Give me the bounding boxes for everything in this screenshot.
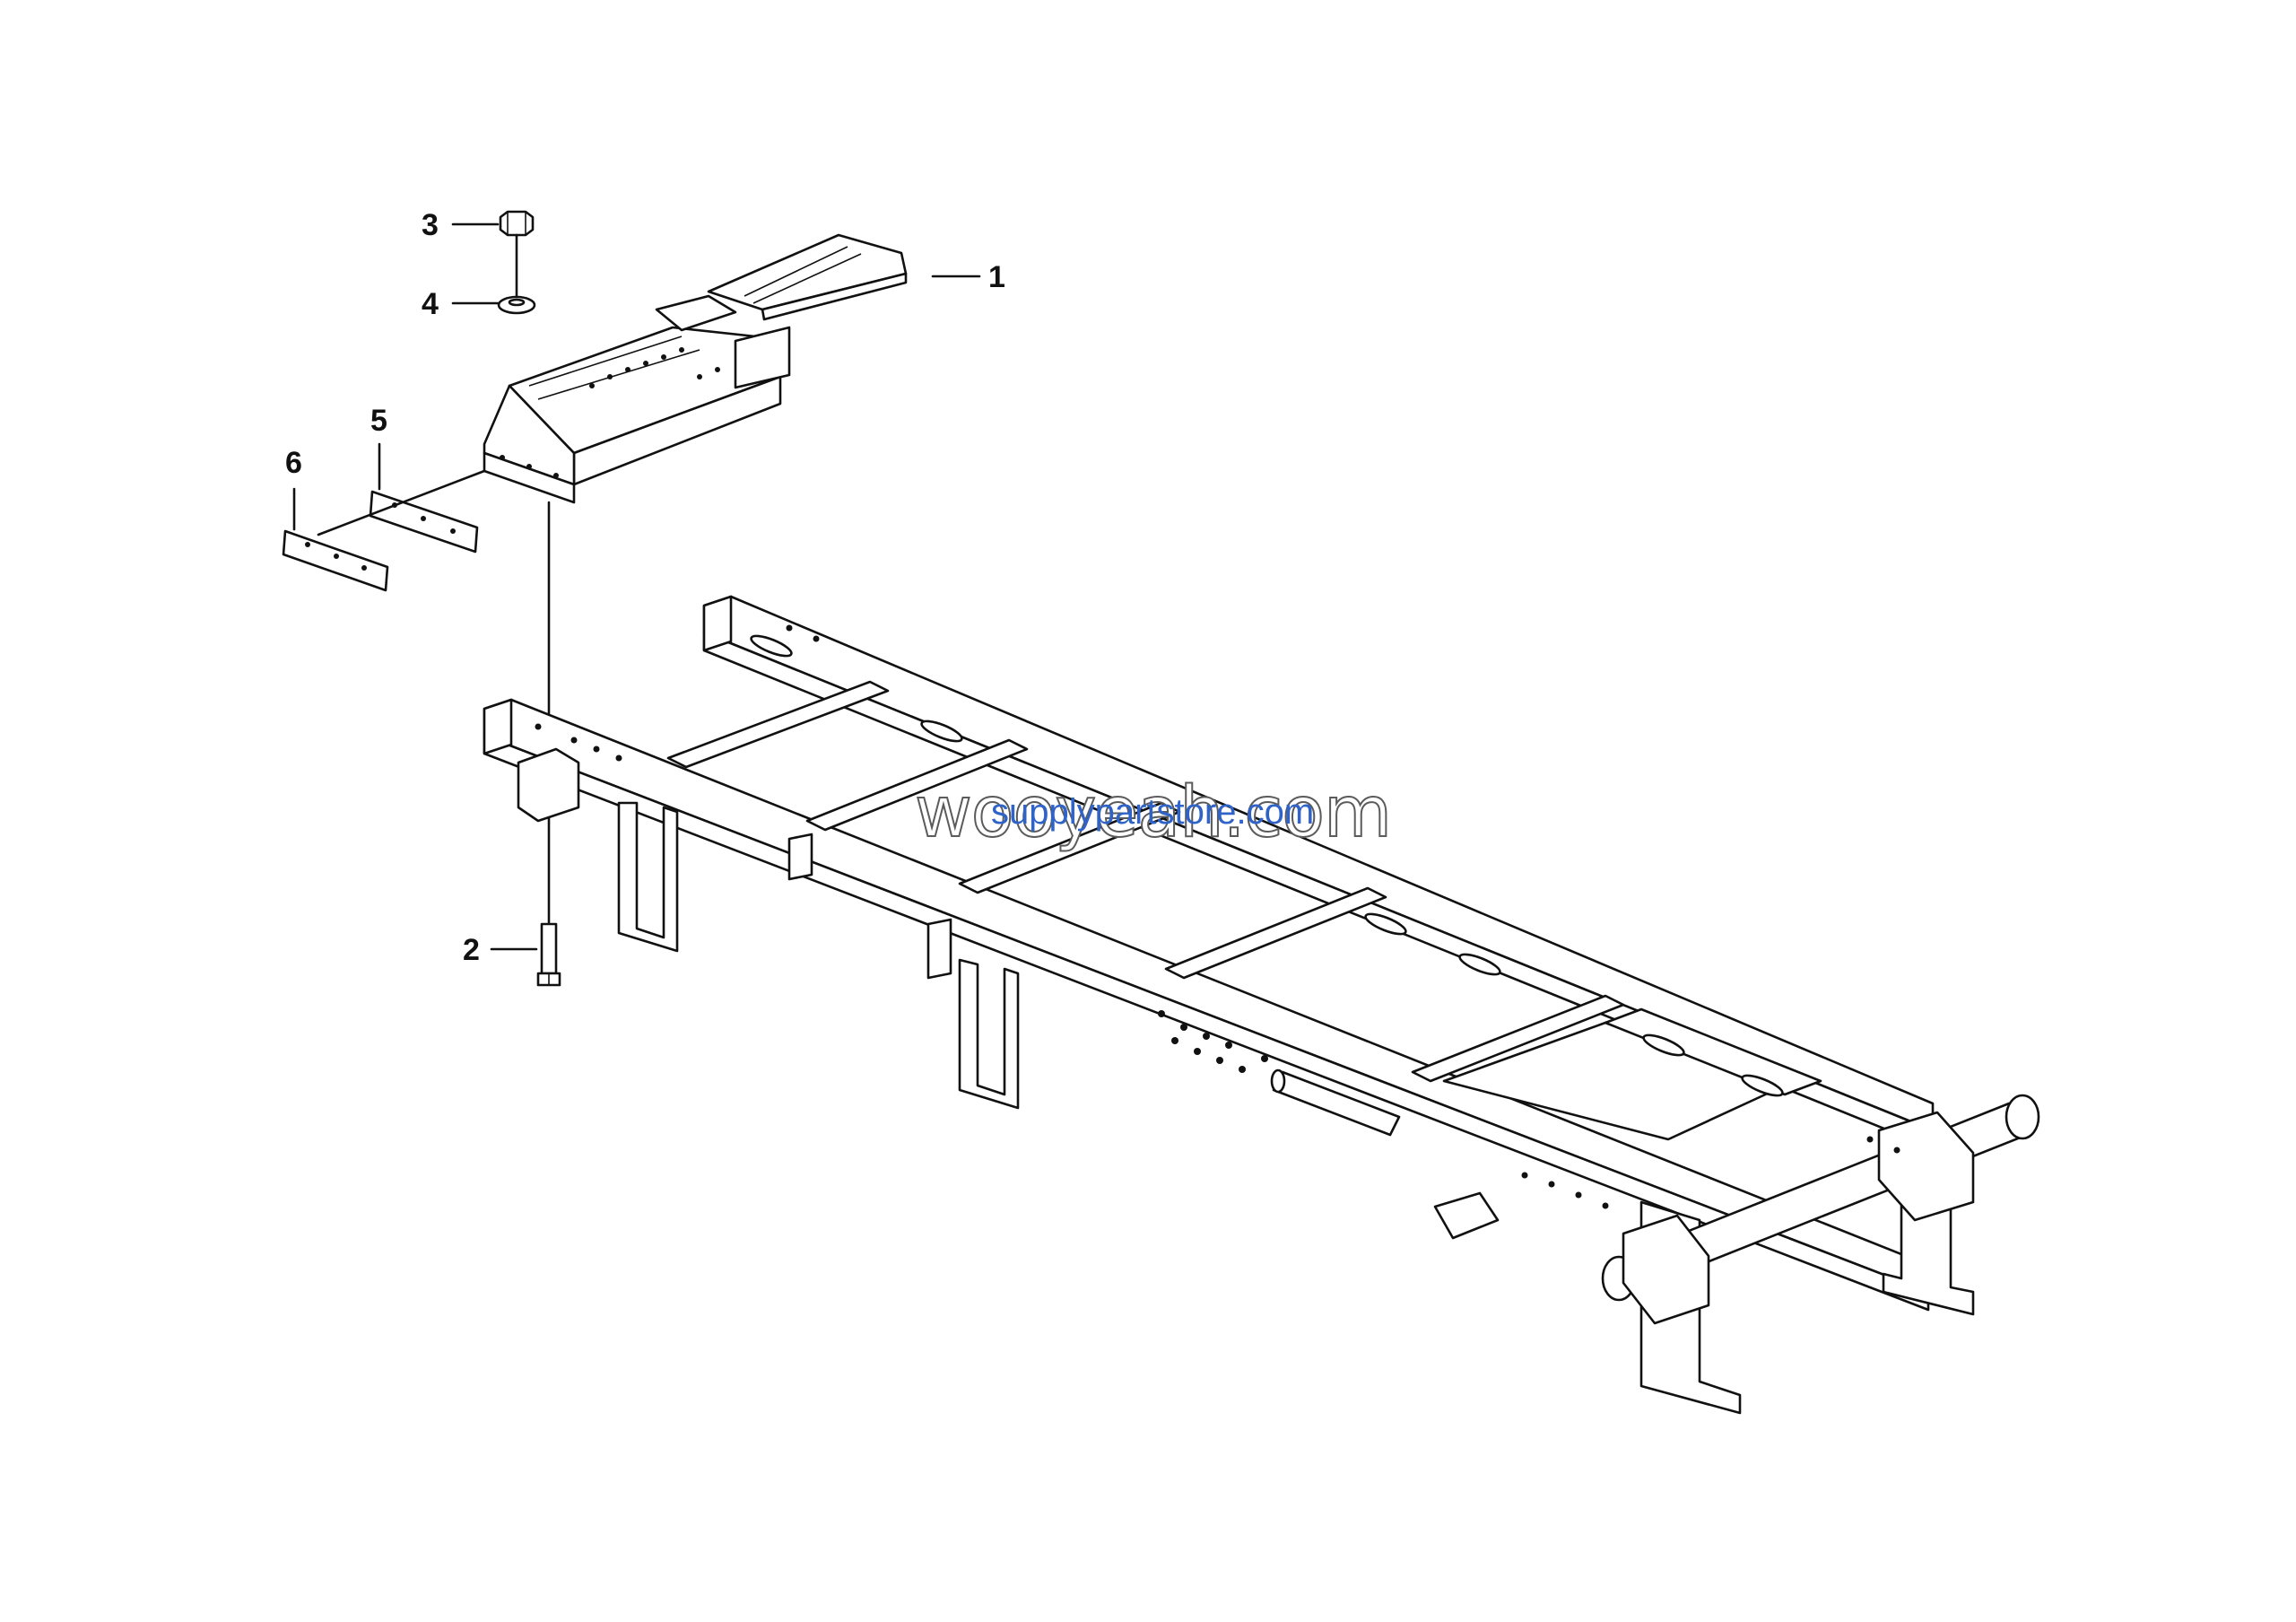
plate-part-6 [282, 529, 389, 592]
callout-5: 5 [370, 404, 387, 491]
chassis-frame [483, 595, 2040, 1415]
callout-3: 3 [422, 208, 500, 242]
plate-part-5 [369, 490, 479, 554]
callout-6-label: 6 [285, 446, 302, 480]
callout-5-label: 5 [370, 404, 387, 438]
rail-holes [535, 624, 1900, 1209]
bolt-part-2 [536, 922, 561, 987]
nut-part-3 [499, 210, 535, 237]
callout-4: 4 [422, 287, 500, 321]
callout-2-label: 2 [463, 933, 480, 967]
callout-1-label: 1 [988, 260, 1005, 294]
callout-6: 6 [285, 446, 302, 531]
callout-2: 2 [463, 933, 538, 967]
bracket-holes [500, 347, 720, 478]
callout-3-label: 3 [422, 208, 439, 242]
watermark: wooyeah.com supplypartstore.com [914, 772, 1393, 854]
callout-4-label: 4 [422, 287, 439, 321]
watermark-main: wooyeah.com [915, 772, 1391, 853]
watermark-sub: supplypartstore.com [991, 792, 1314, 832]
washer-part-4 [497, 295, 536, 315]
bracket-part-1 [483, 233, 908, 504]
plate-leader-line [317, 469, 486, 536]
callout-1: 1 [931, 260, 1005, 294]
